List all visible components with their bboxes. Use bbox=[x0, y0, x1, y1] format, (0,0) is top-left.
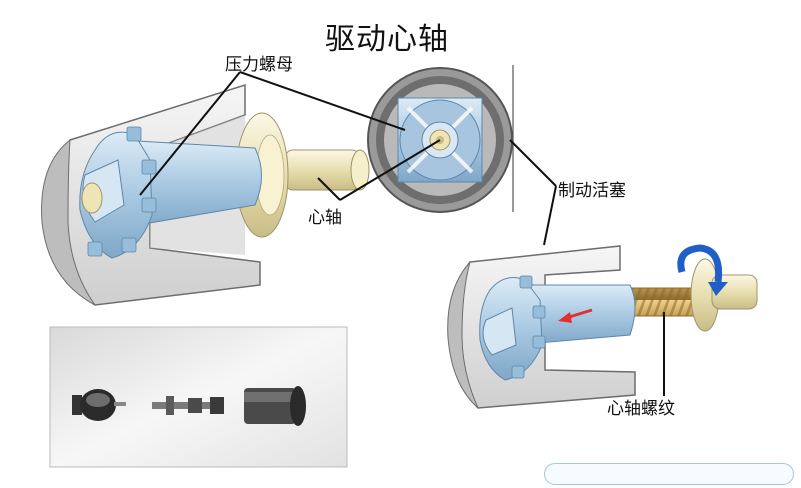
photo-nut bbox=[72, 389, 126, 421]
photo-panel bbox=[49, 326, 348, 468]
leader-lines bbox=[139, 71, 665, 396]
watermark bbox=[544, 463, 794, 485]
left-cutaway-assembly bbox=[41, 83, 370, 306]
label-axle: 心轴 bbox=[308, 208, 342, 228]
diagram-title: 驱动心轴 bbox=[325, 22, 449, 57]
label-brake-piston: 制动活塞 bbox=[558, 181, 626, 201]
photo-axle bbox=[152, 396, 224, 415]
label-axle-screw: 心轴螺纹 bbox=[607, 399, 675, 419]
photo-piston bbox=[244, 386, 306, 426]
right-cutaway-assembly bbox=[447, 244, 758, 409]
label-pressure-nut: 压力螺母 bbox=[225, 55, 293, 75]
